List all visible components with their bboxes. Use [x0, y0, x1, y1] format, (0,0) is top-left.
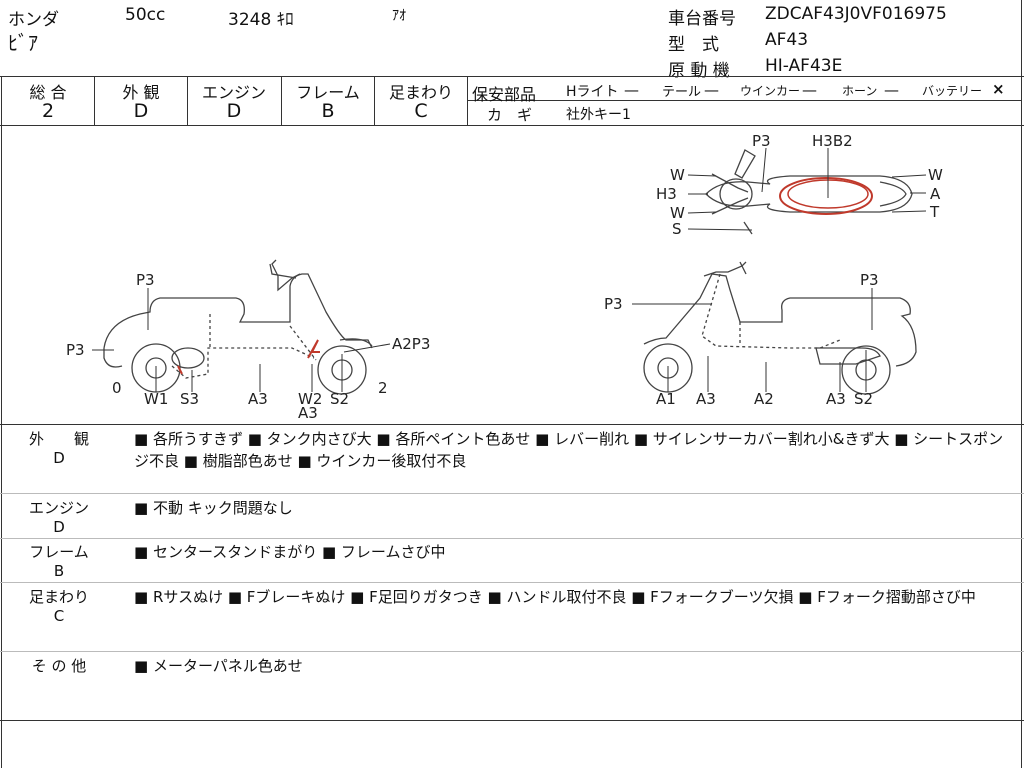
top-handle-post	[734, 149, 756, 179]
label-left-w2: W2	[298, 390, 322, 408]
right-handlebar	[703, 261, 747, 277]
label-left-a3-b: A3	[298, 404, 318, 422]
grade-engine-value: D	[226, 100, 242, 122]
displacement: 50cc	[125, 5, 166, 25]
grade-total-label: 総 合	[29, 83, 67, 102]
label-right-p3-top: P3	[860, 271, 879, 289]
label-right-a2: A2	[754, 390, 774, 408]
damage-mark-seat	[779, 177, 873, 215]
right-body-outline	[643, 273, 917, 367]
label-left-w1: W1	[144, 390, 168, 408]
section-engine-grade: D	[53, 518, 65, 536]
grade-suspension-value: C	[414, 100, 428, 122]
key-value: 社外キー1	[566, 107, 631, 123]
right-side-view	[643, 261, 917, 395]
key-label: カ ギ	[487, 106, 533, 124]
section-other-text: ■ メーターパネル色あせ	[134, 657, 303, 675]
section-engine-title: エンジン	[28, 499, 89, 517]
frame-left	[1, 76, 2, 768]
top-headset	[719, 178, 753, 210]
scooter-diagram: P3 H3B2 W W H3 A W T S P3 P3 0 A2P3 2 W1…	[66, 132, 943, 422]
label-left-zero: 0	[112, 379, 122, 397]
grade-exterior-value: D	[133, 100, 149, 122]
type-value: AF43	[765, 30, 809, 50]
section-suspension-grade: C	[53, 607, 65, 625]
safety-status-battery: ×	[992, 80, 1005, 98]
safety-item-headlight: Hライト	[566, 84, 619, 100]
safety-status-horn: —	[884, 81, 899, 99]
grade-suspension-label: 足まわり	[388, 83, 453, 102]
section-exterior-text: ■ 各所うすきず ■ タンク内さび大 ■ 各所ペイント色あせ ■ レバー削れ ■…	[134, 430, 1004, 470]
safety-label: 保安部品	[472, 85, 537, 104]
section-exterior-grade: D	[53, 449, 65, 467]
left-body-outline	[103, 273, 373, 349]
leader-lines	[92, 147, 927, 392]
label-left-two: 2	[378, 379, 388, 397]
safety-item-winker: ウインカー	[740, 84, 801, 98]
label-right-p3-front: P3	[604, 295, 623, 313]
divider-remarks-bottom	[0, 720, 1024, 721]
label-top-h3: H3	[656, 185, 677, 203]
label-top-w3: W	[670, 204, 685, 222]
type-label: 型 式	[668, 35, 719, 55]
safety-item-tail: テール	[662, 85, 702, 100]
label-left-a3: A3	[248, 390, 268, 408]
section-suspension-text: ■ Rサスぬけ ■ Fブレーキぬけ ■ F足回りガタつき ■ ハンドル取付不良 …	[134, 588, 976, 606]
mileage: 3248 ｷﾛ	[228, 10, 294, 30]
label-right-a3-b: A3	[826, 390, 846, 408]
model-name: ﾋﾞｱ	[8, 31, 38, 55]
diagram-labels: P3 H3B2 W W H3 A W T S P3 P3 0 A2P3 2 W1…	[66, 132, 943, 422]
label-left-p3-rear: P3	[66, 341, 85, 359]
safety-status-winker: —	[802, 81, 817, 99]
label-top-w2: W	[928, 166, 943, 184]
section-frame-grade: B	[53, 562, 65, 580]
label-left-s3: S3	[180, 390, 199, 408]
section-other-title: そ の 他	[31, 657, 87, 675]
damage-mark-front	[307, 339, 320, 359]
grade-exterior-label: 外 観	[122, 83, 160, 102]
label-left-a2p3: A2P3	[392, 335, 430, 353]
safety-item-battery: バッテリー	[922, 84, 983, 98]
label-right-a3: A3	[696, 390, 716, 408]
engine-value: HI-AF43E	[765, 56, 843, 76]
label-top-p3: P3	[752, 132, 771, 150]
chassis-label: 車台番号	[668, 9, 736, 29]
label-top-s: S	[672, 220, 682, 238]
right-muffler	[815, 347, 881, 365]
label-top-w1: W	[670, 166, 685, 184]
safety-divider	[467, 100, 1021, 101]
label-top-a: A	[930, 185, 941, 203]
maker: ホンダ	[8, 10, 59, 30]
left-muffler	[171, 347, 205, 369]
label-top-t: T	[929, 203, 940, 221]
left-front-wheel	[317, 345, 367, 395]
safety-status-tail: —	[704, 81, 719, 99]
divider-remarks-top	[0, 424, 1024, 425]
section-frame-text: ■ センタースタンドまがり ■ フレームさび中	[134, 543, 446, 561]
grade-frame-label: フレーム	[296, 83, 360, 102]
engine-label: 原 動 機	[668, 61, 730, 81]
label-top-h3b2: H3B2	[812, 132, 853, 150]
left-side-view	[103, 259, 373, 395]
frame-right	[1021, 0, 1022, 768]
color: ｱｵ	[392, 8, 406, 24]
grade-frame-value: B	[321, 100, 335, 122]
section-frame-title: フレーム	[29, 543, 89, 561]
divider-header	[0, 76, 1024, 77]
grade-engine-label: エンジン	[201, 83, 266, 102]
section-exterior-title: 外 観	[28, 430, 89, 448]
section-engine-text: ■ 不動 キック問題なし	[134, 499, 293, 517]
safety-status-headlight: —	[624, 81, 639, 99]
grade-total-value: 2	[41, 100, 55, 122]
label-left-s2: S2	[330, 390, 349, 408]
label-left-p3-top: P3	[136, 271, 155, 289]
section-suspension-title: 足まわり	[28, 588, 89, 606]
label-right-a1: A1	[656, 390, 676, 408]
right-rear-wheel	[841, 345, 891, 395]
divider-grades	[0, 125, 1024, 126]
safety-item-horn: ホーン	[842, 84, 878, 98]
label-right-s2: S2	[854, 390, 873, 408]
top-view	[705, 149, 913, 235]
chassis-number: ZDCAF43J0VF016975	[765, 4, 947, 24]
